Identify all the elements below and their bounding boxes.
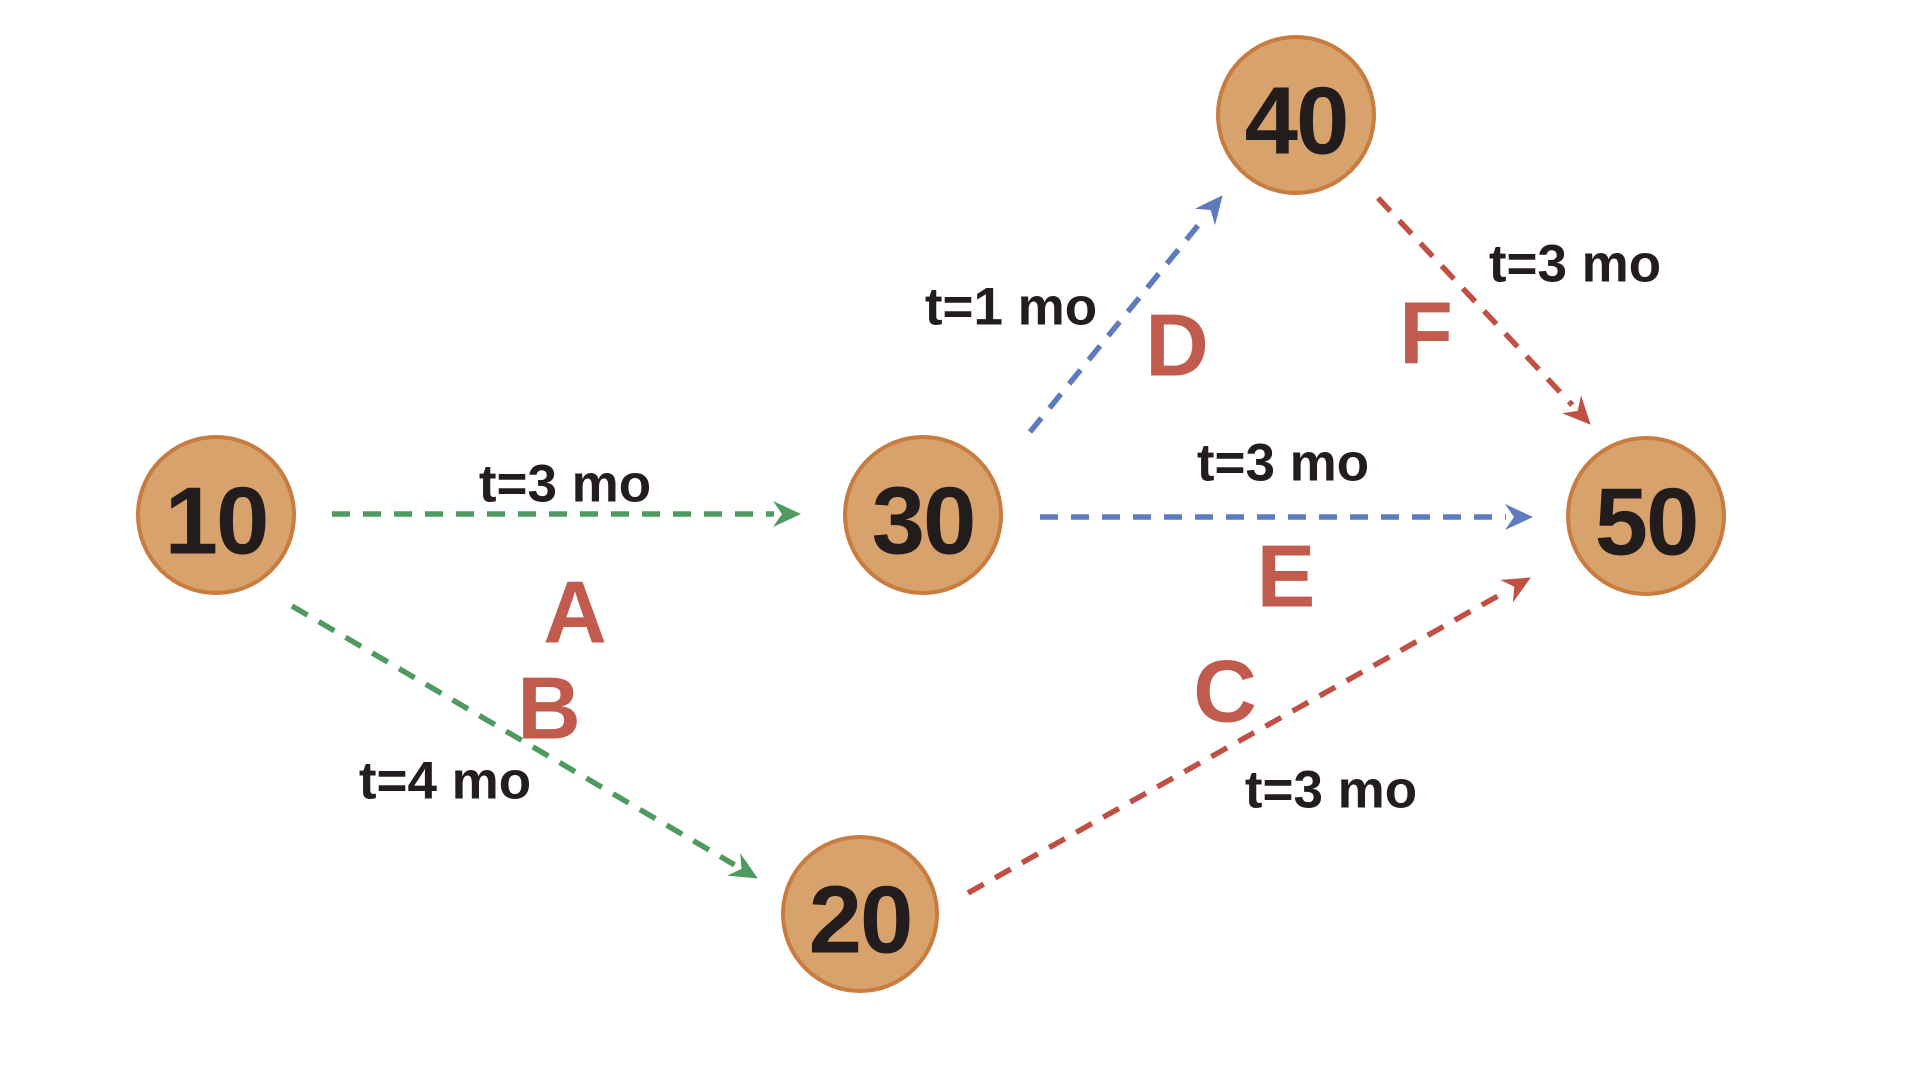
- node-50-label: 50: [1595, 468, 1698, 575]
- edge-A-duration-label: t=3 mo: [479, 455, 651, 514]
- node-40-circle: [1216, 35, 1376, 195]
- edge-F-arrow: [1375, 196, 1591, 425]
- edge-B: t=4 moB: [290, 603, 758, 879]
- edge-B-activity-label: B: [517, 659, 581, 758]
- edge-C-duration-label: t=3 mo: [1245, 761, 1417, 820]
- edge-A-activity-label: A: [543, 563, 607, 662]
- edge-C-arrow: [966, 577, 1531, 896]
- edge-F-activity-label: F: [1399, 284, 1453, 383]
- edge-D: t=1 mo D: [925, 195, 1223, 434]
- edge-F-duration-label: t=3 mo: [1489, 235, 1661, 294]
- node-40: 40: [1216, 35, 1376, 195]
- edge-E-duration-label: t=3 mo: [1197, 434, 1369, 493]
- node-30-label: 30: [872, 467, 975, 574]
- edge-C-activity-label: C: [1193, 642, 1257, 741]
- node-10-circle: [136, 435, 296, 595]
- node-30: 30: [843, 435, 1003, 595]
- edge-D-arrow: [1027, 195, 1223, 434]
- node-40-label: 40: [1245, 67, 1348, 174]
- node-20-label: 20: [809, 866, 912, 973]
- edge-E: t=3 mo E: [1040, 434, 1533, 626]
- edge-C: t=3 mo C: [966, 577, 1531, 896]
- edge-D-activity-label: D: [1145, 296, 1209, 395]
- edge-B-duration-label: t=4 mo: [359, 752, 531, 811]
- edge-F: t=3 mo F: [1375, 196, 1661, 425]
- edge-D-duration-label: t=1 mo: [925, 278, 1097, 337]
- node-10: 10: [136, 435, 296, 595]
- node-20-circle: [781, 835, 939, 993]
- node-20: 20: [781, 835, 939, 993]
- node-30-circle: [843, 435, 1003, 595]
- node-50: 50: [1566, 436, 1726, 596]
- node-50-circle: [1566, 436, 1726, 596]
- edge-B-arrow: [290, 603, 758, 879]
- node-10-label: 10: [165, 467, 268, 574]
- edge-A: t=3 mo A: [332, 455, 801, 662]
- edge-E-activity-label: E: [1257, 527, 1316, 626]
